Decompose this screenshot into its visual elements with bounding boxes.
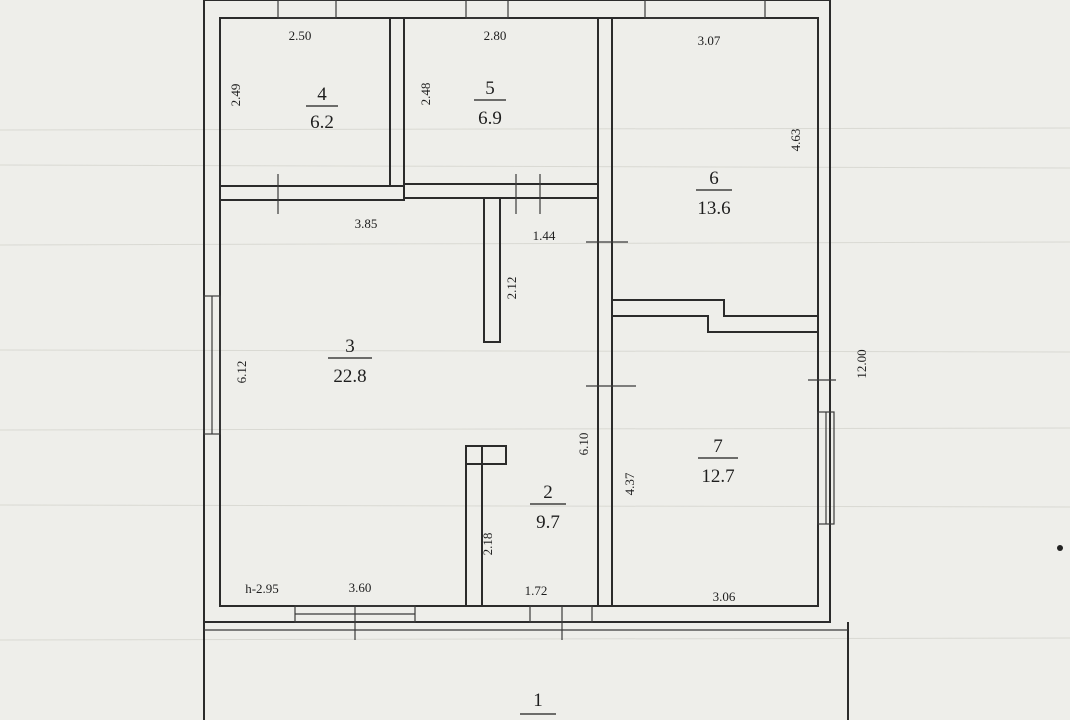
room-5-label: 5 6.9 <box>474 78 506 129</box>
porch-outline <box>203 622 849 720</box>
dim-room6-width: 3.07 <box>698 33 721 48</box>
dim-room3-height: 6.12 <box>234 361 249 384</box>
dim-room2-width: 1.72 <box>525 583 548 598</box>
room-2-label: 2 9.7 <box>530 482 566 533</box>
dim-overall-height: 12.00 <box>854 349 869 378</box>
room-number: 6 <box>709 168 719 189</box>
room-area: 9.7 <box>536 512 560 533</box>
ceiling-height: h-2.95 <box>245 581 279 596</box>
room-6-label: 6 13.6 <box>696 168 732 219</box>
room-area: 12.7 <box>701 466 734 487</box>
room-1-label: 1 <box>520 690 556 715</box>
dim-room5-width: 2.80 <box>484 28 507 43</box>
room-number: 4 <box>317 84 327 105</box>
dim-corridor-upper-height: 2.12 <box>504 277 519 300</box>
room-area: 6.2 <box>310 112 334 133</box>
room-number: 5 <box>485 78 495 99</box>
room-4-label: 4 6.2 <box>306 84 338 133</box>
interior-walls <box>219 17 836 607</box>
room-area: 13.6 <box>697 198 730 219</box>
dim-room3-width-top: 3.85 <box>355 216 378 231</box>
room-number: 3 <box>345 336 355 357</box>
dim-room4-height: 2.49 <box>228 84 243 107</box>
scan-noise <box>0 127 1070 641</box>
outer-wall <box>203 0 835 640</box>
room-area: 6.9 <box>478 108 502 129</box>
dim-room3-width-bottom: 3.60 <box>349 580 372 595</box>
dim-room7-width: 3.06 <box>713 589 736 604</box>
dim-corridor-lower-height: 2.18 <box>480 533 495 556</box>
scan-dot <box>1057 545 1063 551</box>
dim-room7-height: 4.37 <box>622 472 637 495</box>
room-number: 7 <box>713 436 723 457</box>
room-3-label: 3 22.8 <box>328 336 372 387</box>
dim-room6-height: 4.63 <box>788 129 803 152</box>
room-number: 1 <box>533 690 543 711</box>
dimension-labels: 2.50 2.49 2.80 2.48 3.07 4.63 3.85 1.44 … <box>228 28 869 604</box>
room-7-label: 7 12.7 <box>698 436 738 487</box>
dim-room5-height: 2.48 <box>418 83 433 106</box>
room-area: 22.8 <box>333 366 366 387</box>
room-number: 2 <box>543 482 553 503</box>
dim-room4-width: 2.50 <box>289 28 312 43</box>
dim-room2-height: 6.10 <box>576 433 591 456</box>
dim-corridor-width: 1.44 <box>533 228 556 243</box>
